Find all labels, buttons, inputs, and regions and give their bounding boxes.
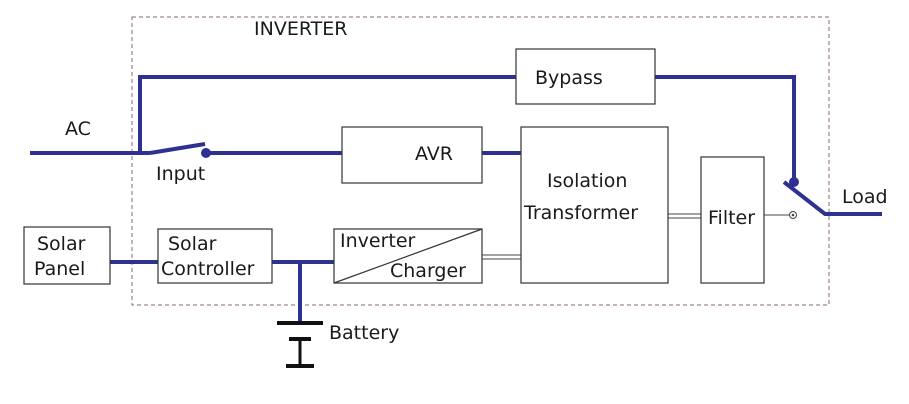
load-label: Load: [842, 186, 888, 208]
transformer-label: Transformer: [523, 202, 638, 224]
bypass-wire: [138, 75, 796, 182]
solar-panel-label-line1: Solar: [37, 233, 86, 255]
input-switch-blade: [149, 142, 206, 155]
charger-label: Charger: [390, 260, 466, 282]
ac-label: AC: [65, 118, 91, 140]
input-label: Input: [156, 163, 205, 185]
battery-label: Battery: [329, 322, 399, 344]
battery-symbol: [277, 321, 323, 368]
solar-panel-block: [23, 226, 111, 285]
avr-label: AVR: [415, 143, 453, 165]
load-switch-blade: [782, 180, 882, 216]
transformer-to-filter-link: [668, 213, 701, 219]
inverter-title: INVERTER: [254, 18, 347, 40]
avr-block: [341, 126, 483, 184]
solar-controller-block: [157, 228, 273, 284]
isolation-transformer-block: [520, 126, 669, 284]
inverter-label: Inverter: [340, 230, 416, 252]
bypass-label: Bypass: [535, 67, 603, 89]
filter-output-terminal-dot: [791, 213, 795, 217]
filter-block: [700, 156, 765, 284]
filter-label: Filter: [708, 207, 755, 229]
load-switch-contact: [789, 177, 799, 187]
solar-controller-label-line2: Controller: [161, 258, 255, 280]
solar-panel-label-line2: Panel: [34, 258, 85, 280]
inverter-charger-divider: [333, 228, 483, 284]
bypass-block: [515, 48, 656, 105]
charger-to-transformer-link: [482, 254, 521, 260]
solar-controller-label-line1: Solar: [168, 233, 217, 255]
isolation-label: Isolation: [547, 170, 627, 192]
inverter-enclosure: [131, 16, 830, 306]
